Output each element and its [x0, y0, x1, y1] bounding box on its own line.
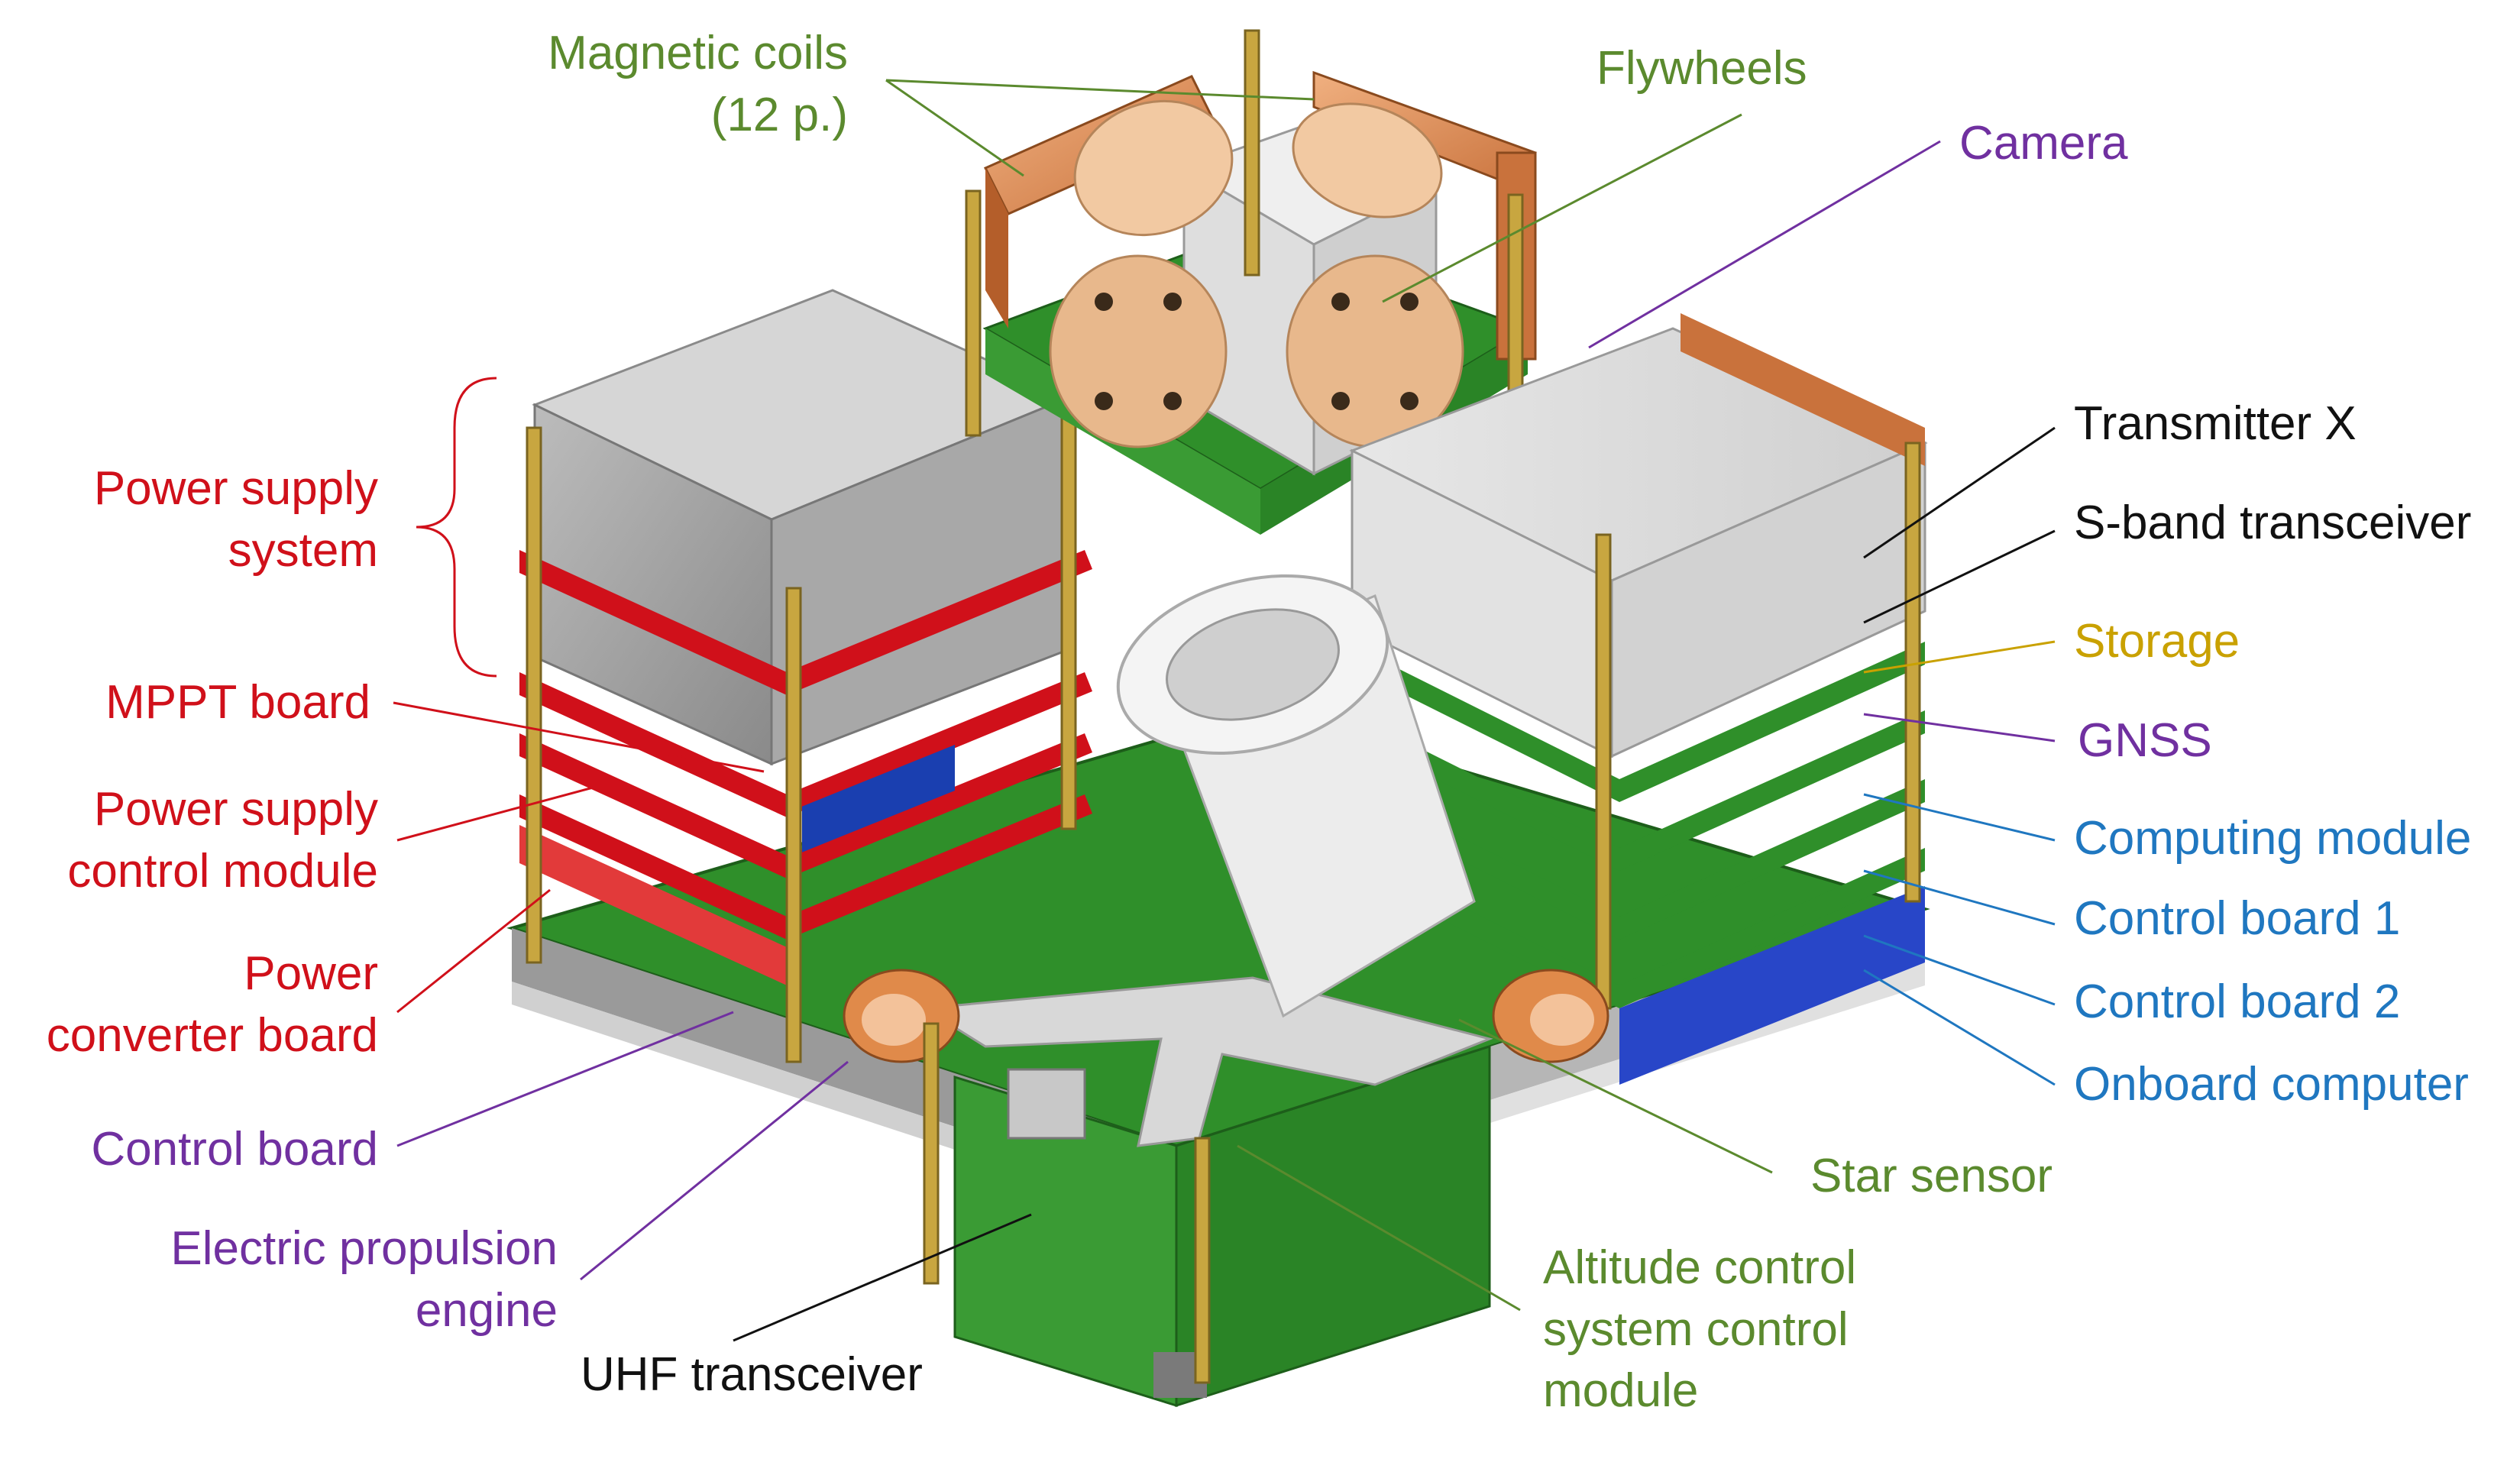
label-power-supply-control: Power supply control module [15, 779, 378, 902]
leader-star-sensor [1458, 1018, 1773, 1174]
leader-mppt [393, 701, 765, 773]
leader-gnss [1863, 713, 2056, 742]
label-pss-line2: system [228, 523, 378, 577]
comm-stack [1349, 313, 1928, 1085]
label-magnetic-coils-line1: Magnetic coils [548, 27, 848, 79]
label-transmitter-x: Transmitter X [2074, 397, 2357, 450]
label-propulsion-line1: Electric propulsion [170, 1222, 558, 1275]
label-altitude-control: Altitude control system control module [1543, 1237, 1856, 1422]
leader-storage [1863, 640, 2056, 674]
leader-lines [393, 79, 2056, 1342]
leader-attitude [1237, 1144, 1521, 1312]
label-control-board-2: Control board 2 [2074, 975, 2401, 1028]
leader-control-board [396, 1011, 734, 1147]
label-power-converter-board: Power converter board [15, 943, 378, 1066]
label-altitude-line1: Altitude control [1543, 1241, 1857, 1294]
label-sband-transceiver: S-band transceiver [2074, 497, 2472, 549]
attitude-module [965, 29, 1537, 535]
label-uhf-transceiver: UHF transceiver [581, 1348, 923, 1401]
power-stack [519, 289, 1092, 1063]
leader-flywheels [1382, 113, 1742, 303]
leader-computing [1863, 793, 2056, 842]
label-psc-line1: Power supply [93, 783, 378, 836]
label-magnetic-coils: Magnetic coils (12 p.) [504, 23, 848, 146]
leader-camera [1588, 140, 1941, 349]
label-computing-module: Computing module [2074, 812, 2472, 865]
label-power-converter-line1: Power [244, 947, 378, 1000]
star-sensor [843, 574, 1609, 1384]
label-flywheels: Flywheels [1596, 42, 1807, 95]
power-supply-bracket [416, 377, 497, 678]
label-control-board-1: Control board 1 [2074, 892, 2401, 945]
label-control-board: Control board [91, 1123, 378, 1176]
leader-power-converter [396, 888, 551, 1014]
label-star-sensor: Star sensor [1810, 1150, 2053, 1202]
label-pss-line1: Power supply [93, 462, 378, 515]
label-mppt-board: MPPT board [105, 676, 370, 729]
leader-control2 [1863, 934, 2056, 1006]
label-propulsion-line2: engine [415, 1283, 558, 1337]
label-altitude-line2: system control [1543, 1302, 1849, 1356]
label-power-supply-system: Power supply system [31, 458, 378, 581]
label-onboard-computer: Onboard computer [2074, 1058, 2469, 1111]
leader-psc [396, 785, 597, 842]
label-power-converter-line2: converter board [46, 1008, 378, 1062]
leader-sband [1863, 529, 2056, 624]
label-magnetic-coils-line2: (12 p.) [710, 88, 848, 141]
label-electric-propulsion: Electric propulsion engine [122, 1218, 558, 1341]
leader-magnetic-coils-1 [885, 79, 1024, 177]
leader-uhf [733, 1213, 1032, 1342]
leader-transmitter [1863, 426, 2056, 559]
label-altitude-line3: module [1543, 1364, 1699, 1418]
label-storage: Storage [2074, 615, 2240, 668]
leader-control1 [1863, 869, 2056, 926]
label-camera: Camera [1959, 117, 2128, 170]
label-psc-line2: control module [67, 844, 378, 898]
leader-magnetic-coils-2 [885, 79, 1315, 101]
leader-obc [1863, 969, 2056, 1086]
label-gnss: GNSS [2078, 714, 2212, 767]
leader-propulsion [580, 1060, 849, 1281]
